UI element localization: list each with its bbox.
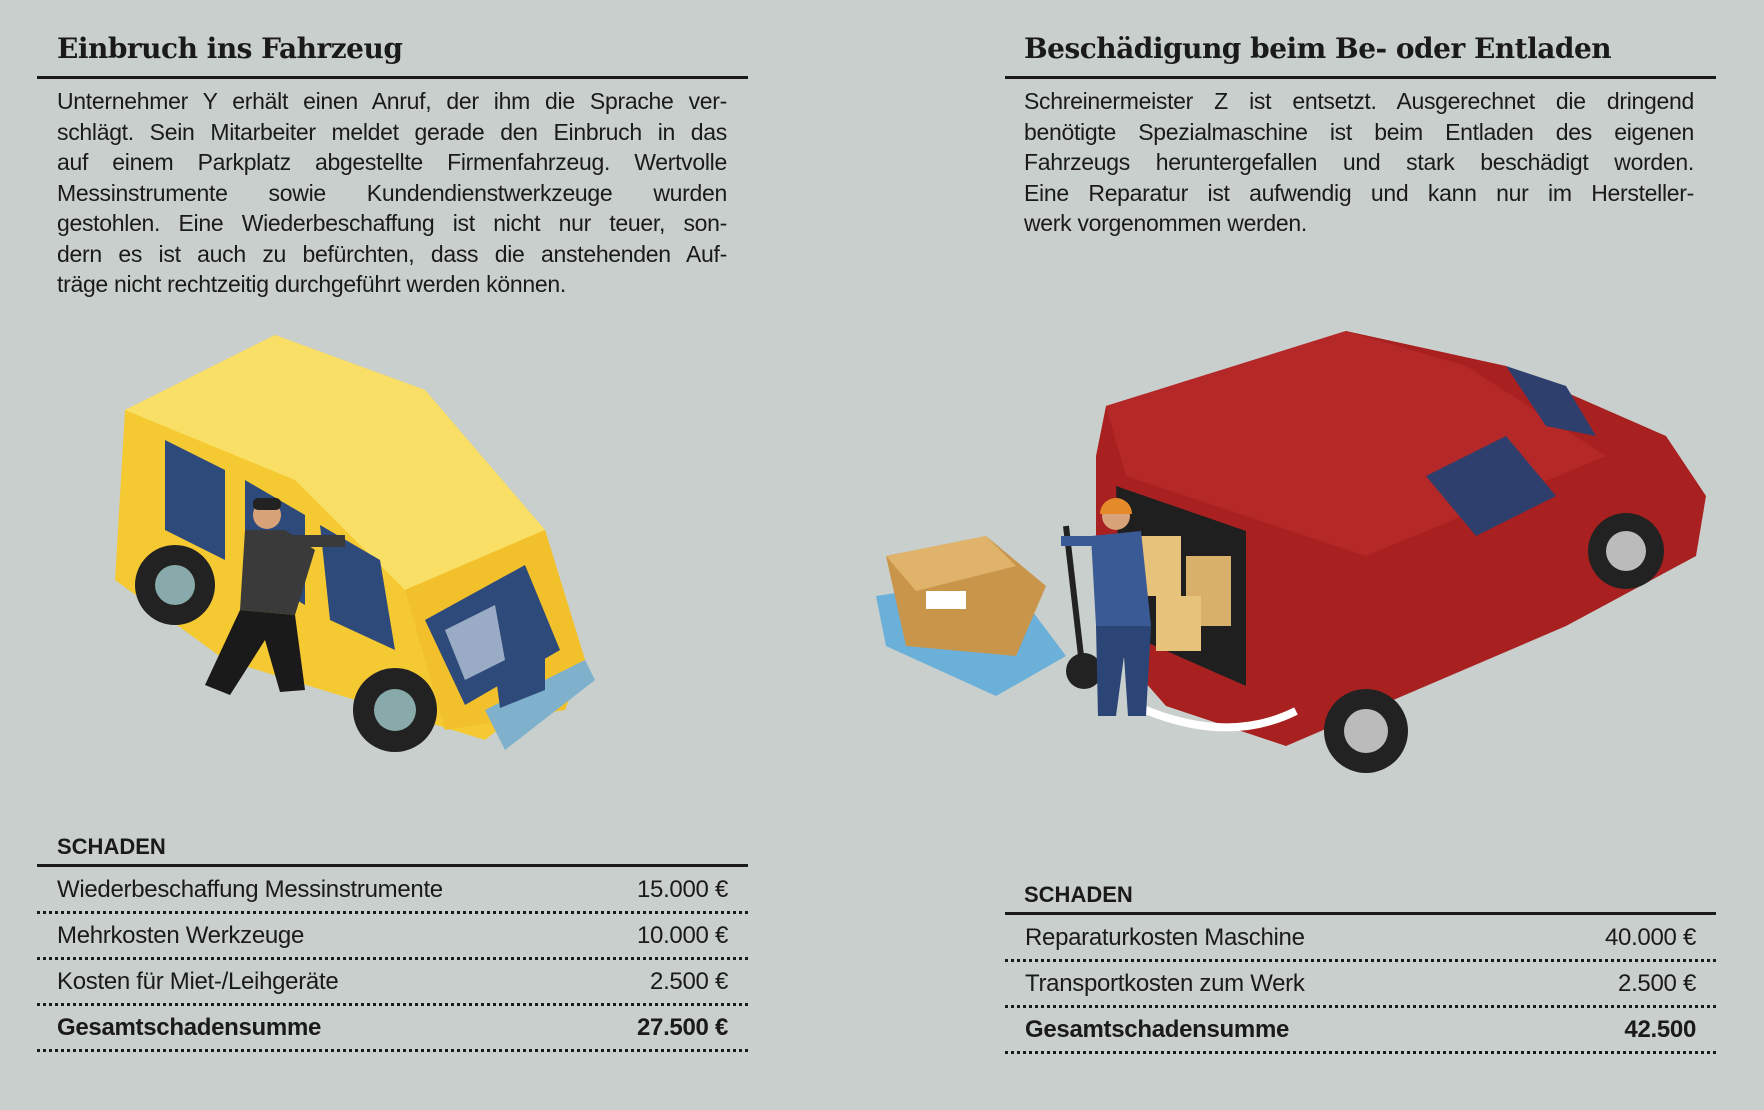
right-schaden-label: SCHADEN <box>1024 882 1133 907</box>
row-value: 10.000 € <box>636 921 728 949</box>
row-label: Kosten für Miet-/Leihgeräte <box>57 967 339 995</box>
total-value: 27.500 € <box>636 1013 728 1041</box>
row-value: 40.000 € <box>1604 923 1696 951</box>
body-line: schlägt. Sein Mitarbeiter meldet gerade … <box>57 118 727 145</box>
right-title-rule <box>1005 76 1716 79</box>
body-line: benötigte Spezialmaschine ist beim Entla… <box>1024 118 1694 145</box>
row-label: Wiederbeschaffung Messinstrumente <box>57 875 443 903</box>
row-label: Mehrkosten Werkzeuge <box>57 921 305 949</box>
body-line: gestohlen. Eine Wiederbeschaffung ist ni… <box>57 210 727 236</box>
row-label: Reparaturkosten Maschine <box>1025 923 1305 951</box>
row-value: 2.500 € <box>1618 969 1696 997</box>
total-row: Gesamtschadensumme 42.500 <box>1005 1008 1716 1054</box>
row-value: 15.000 € <box>636 875 728 903</box>
right-body: Schreinermeister Z ist entsetzt. Ausgere… <box>1024 86 1694 239</box>
right-title: Beschädigung beim Be- oder Entladen <box>1024 32 1612 65</box>
body-line: Eine Reparatur ist aufwendig und kann nu… <box>1024 179 1694 206</box>
left-title-rule <box>37 76 748 79</box>
left-schaden-rule <box>37 864 748 867</box>
table-row: Transportkosten zum Werk 2.500 € <box>1005 962 1716 1008</box>
left-body: Unternehmer Y erhält einen Anruf, der ih… <box>57 86 727 300</box>
body-line: träge nicht rechtzeitig durchgeführt wer… <box>57 271 566 297</box>
body-line: werk vorgenommen werden. <box>1024 210 1307 236</box>
table-row: Mehrkosten Werkzeuge 10.000 € <box>37 914 748 960</box>
table-row: Wiederbeschaffung Messinstrumente 15.000… <box>37 868 748 914</box>
total-label: Gesamtschadensumme <box>1025 1015 1290 1043</box>
worker-figure <box>1061 498 1151 716</box>
row-value: 2.500 € <box>650 967 728 995</box>
pallet-jack-with-crate <box>876 525 1102 696</box>
row-label: Transportkosten zum Werk <box>1025 969 1305 997</box>
right-schaden-rule <box>1005 912 1716 915</box>
car-unloading-illustration <box>876 331 1706 773</box>
total-row: Gesamtschadensumme 27.500 € <box>37 1006 748 1052</box>
left-schaden-label: SCHADEN <box>57 834 166 859</box>
body-line: dern es ist auch zu befürchten, dass die… <box>57 240 727 267</box>
table-row: Reparaturkosten Maschine 40.000 € <box>1005 916 1716 962</box>
burglar-figure <box>205 498 345 695</box>
body-line: Fahrzeugs heruntergefallen und stark bes… <box>1024 149 1694 175</box>
body-line: Unternehmer Y erhält einen Anruf, der ih… <box>57 88 727 114</box>
total-label: Gesamtschadensumme <box>57 1013 322 1041</box>
body-line: Schreinermeister Z ist entsetzt. Ausgere… <box>1024 88 1694 114</box>
left-title: Einbruch ins Fahrzeug <box>57 32 403 65</box>
total-value: 42.500 <box>1624 1015 1696 1043</box>
body-line: Messinstrumente sowie Kundendienstwerkze… <box>57 179 727 206</box>
van-burglary-illustration <box>115 335 595 752</box>
body-line: auf einem Parkplatz abgestellte Firmenfa… <box>57 149 727 175</box>
table-row: Kosten für Miet-/Leihgeräte 2.500 € <box>37 960 748 1006</box>
